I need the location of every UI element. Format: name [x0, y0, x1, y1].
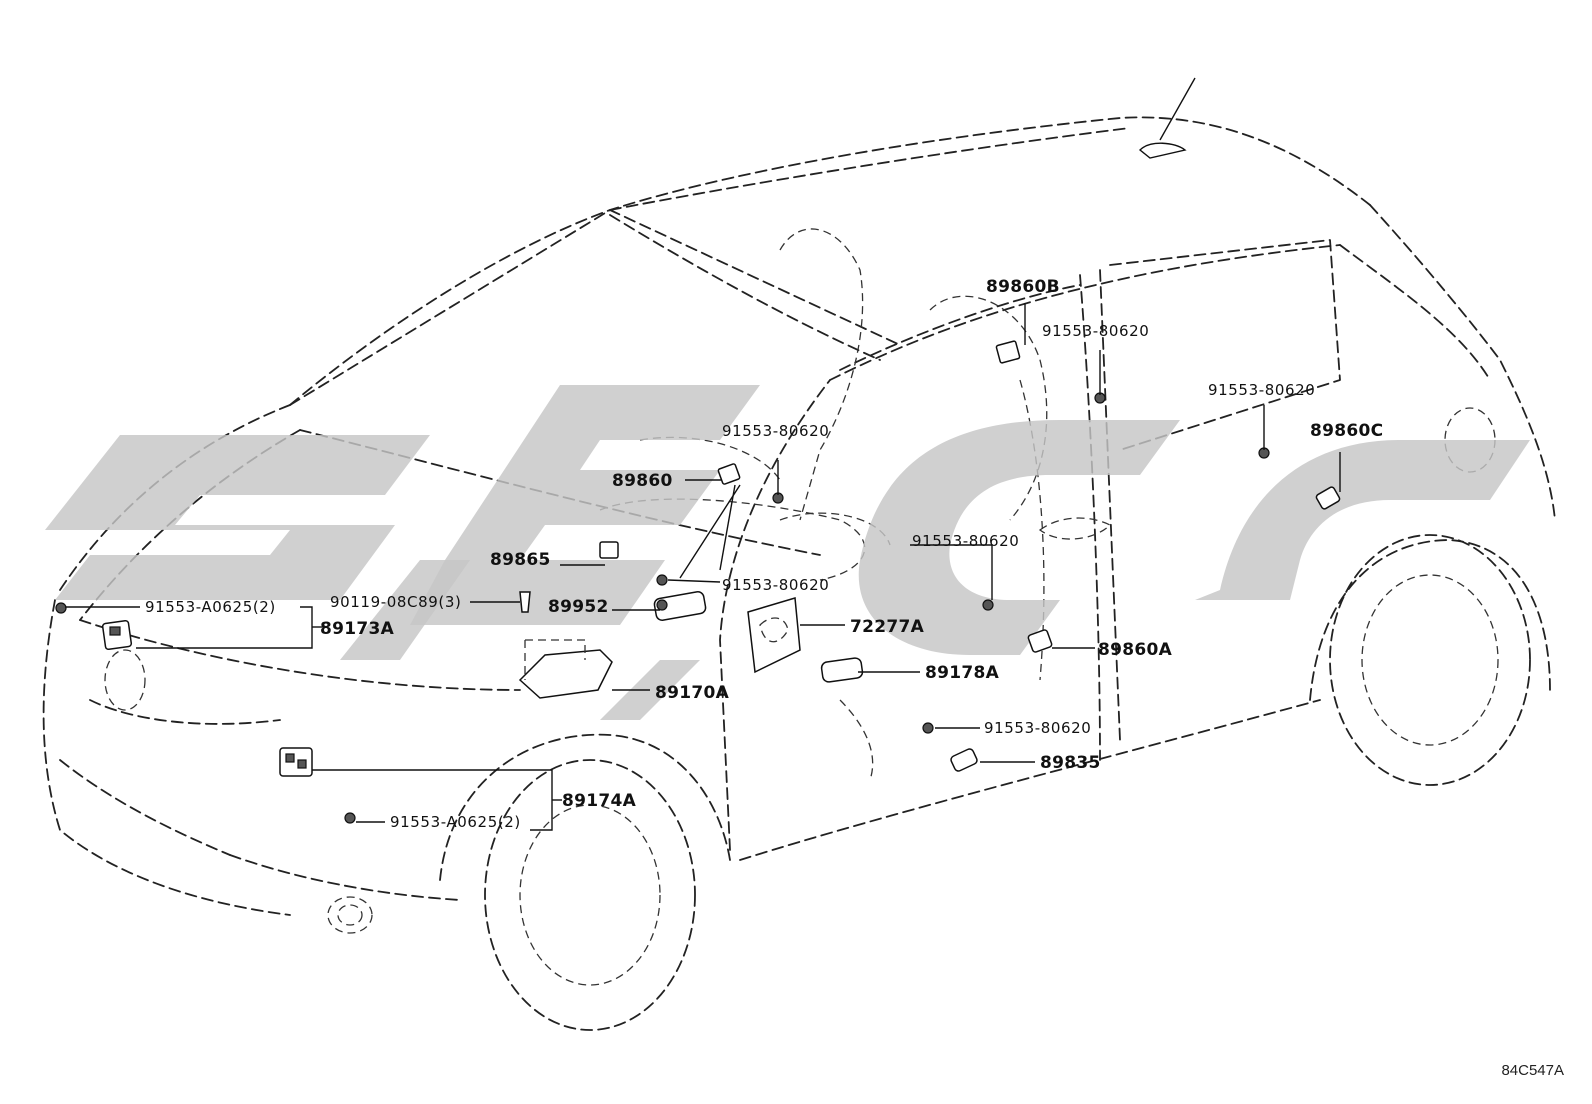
- sensor-89865: [599, 541, 619, 559]
- part-89952: [653, 591, 707, 621]
- leader-lines: [65, 303, 1341, 831]
- sensor-89860c: [1315, 486, 1341, 510]
- label-90119-08c89: 90119-08C89(3): [330, 593, 461, 611]
- label-91553-80620-f: 91553-80620: [984, 719, 1091, 737]
- label-89865: 89865: [490, 550, 551, 570]
- sensor-89178a: [820, 657, 864, 683]
- label-89170a: 89170A: [655, 683, 730, 703]
- bolt-91553-a0625-lower: [344, 812, 356, 824]
- sensor-89860a: [1027, 629, 1053, 653]
- sensor-89174a: [279, 747, 313, 777]
- vehicle-outline: [42, 77, 1556, 1031]
- label-89835: 89835: [1040, 753, 1101, 773]
- label-89860: 89860: [612, 471, 673, 491]
- watermark-logo: [45, 385, 1530, 720]
- label-89860a: 89860A: [1098, 640, 1173, 660]
- label-91553-80620-c: 91553-80620: [1042, 322, 1149, 340]
- label-89178a: 89178A: [925, 663, 1000, 683]
- bolt-90119: [519, 591, 531, 613]
- cover-72277a: [747, 597, 801, 674]
- diagram-code: 84C547A: [1501, 1062, 1564, 1079]
- label-72277a: 72277A: [850, 617, 925, 637]
- label-91553-a0625-lower: 91553-A0625(2): [390, 813, 521, 831]
- bolt-91553-80620-e: [982, 599, 994, 611]
- sensor-89860: [717, 463, 741, 485]
- label-89174a: 89174A: [562, 791, 637, 811]
- sensor-89860b: [995, 340, 1021, 364]
- bolt-91553-a0625-front: [55, 602, 67, 614]
- sensor-89835: [950, 748, 978, 772]
- label-91553-a0625-front: 91553-A0625(2): [145, 598, 276, 616]
- label-91553-80620-d: 91553-80620: [1208, 381, 1315, 399]
- label-89860b: 89860B: [986, 277, 1060, 297]
- bolt-91553-80620-f: [922, 722, 934, 734]
- label-91553-80620-a: 91553-80620: [722, 422, 829, 440]
- parts-group: [55, 340, 1341, 824]
- sensor-89173a: [101, 619, 133, 651]
- label-89952: 89952: [548, 597, 609, 617]
- callout-labels: 89860B 91553-80620 91553-80620 89860C 91…: [145, 277, 1383, 831]
- label-91553-80620-b: 91553-80620: [722, 576, 829, 594]
- label-89860c: 89860C: [1310, 421, 1383, 441]
- label-91553-80620-e: 91553-80620: [912, 532, 1019, 550]
- label-89173a: 89173A: [320, 619, 395, 639]
- airbag-ecu-89170a: [518, 639, 613, 699]
- bolt-91553-80620-b: [656, 574, 668, 586]
